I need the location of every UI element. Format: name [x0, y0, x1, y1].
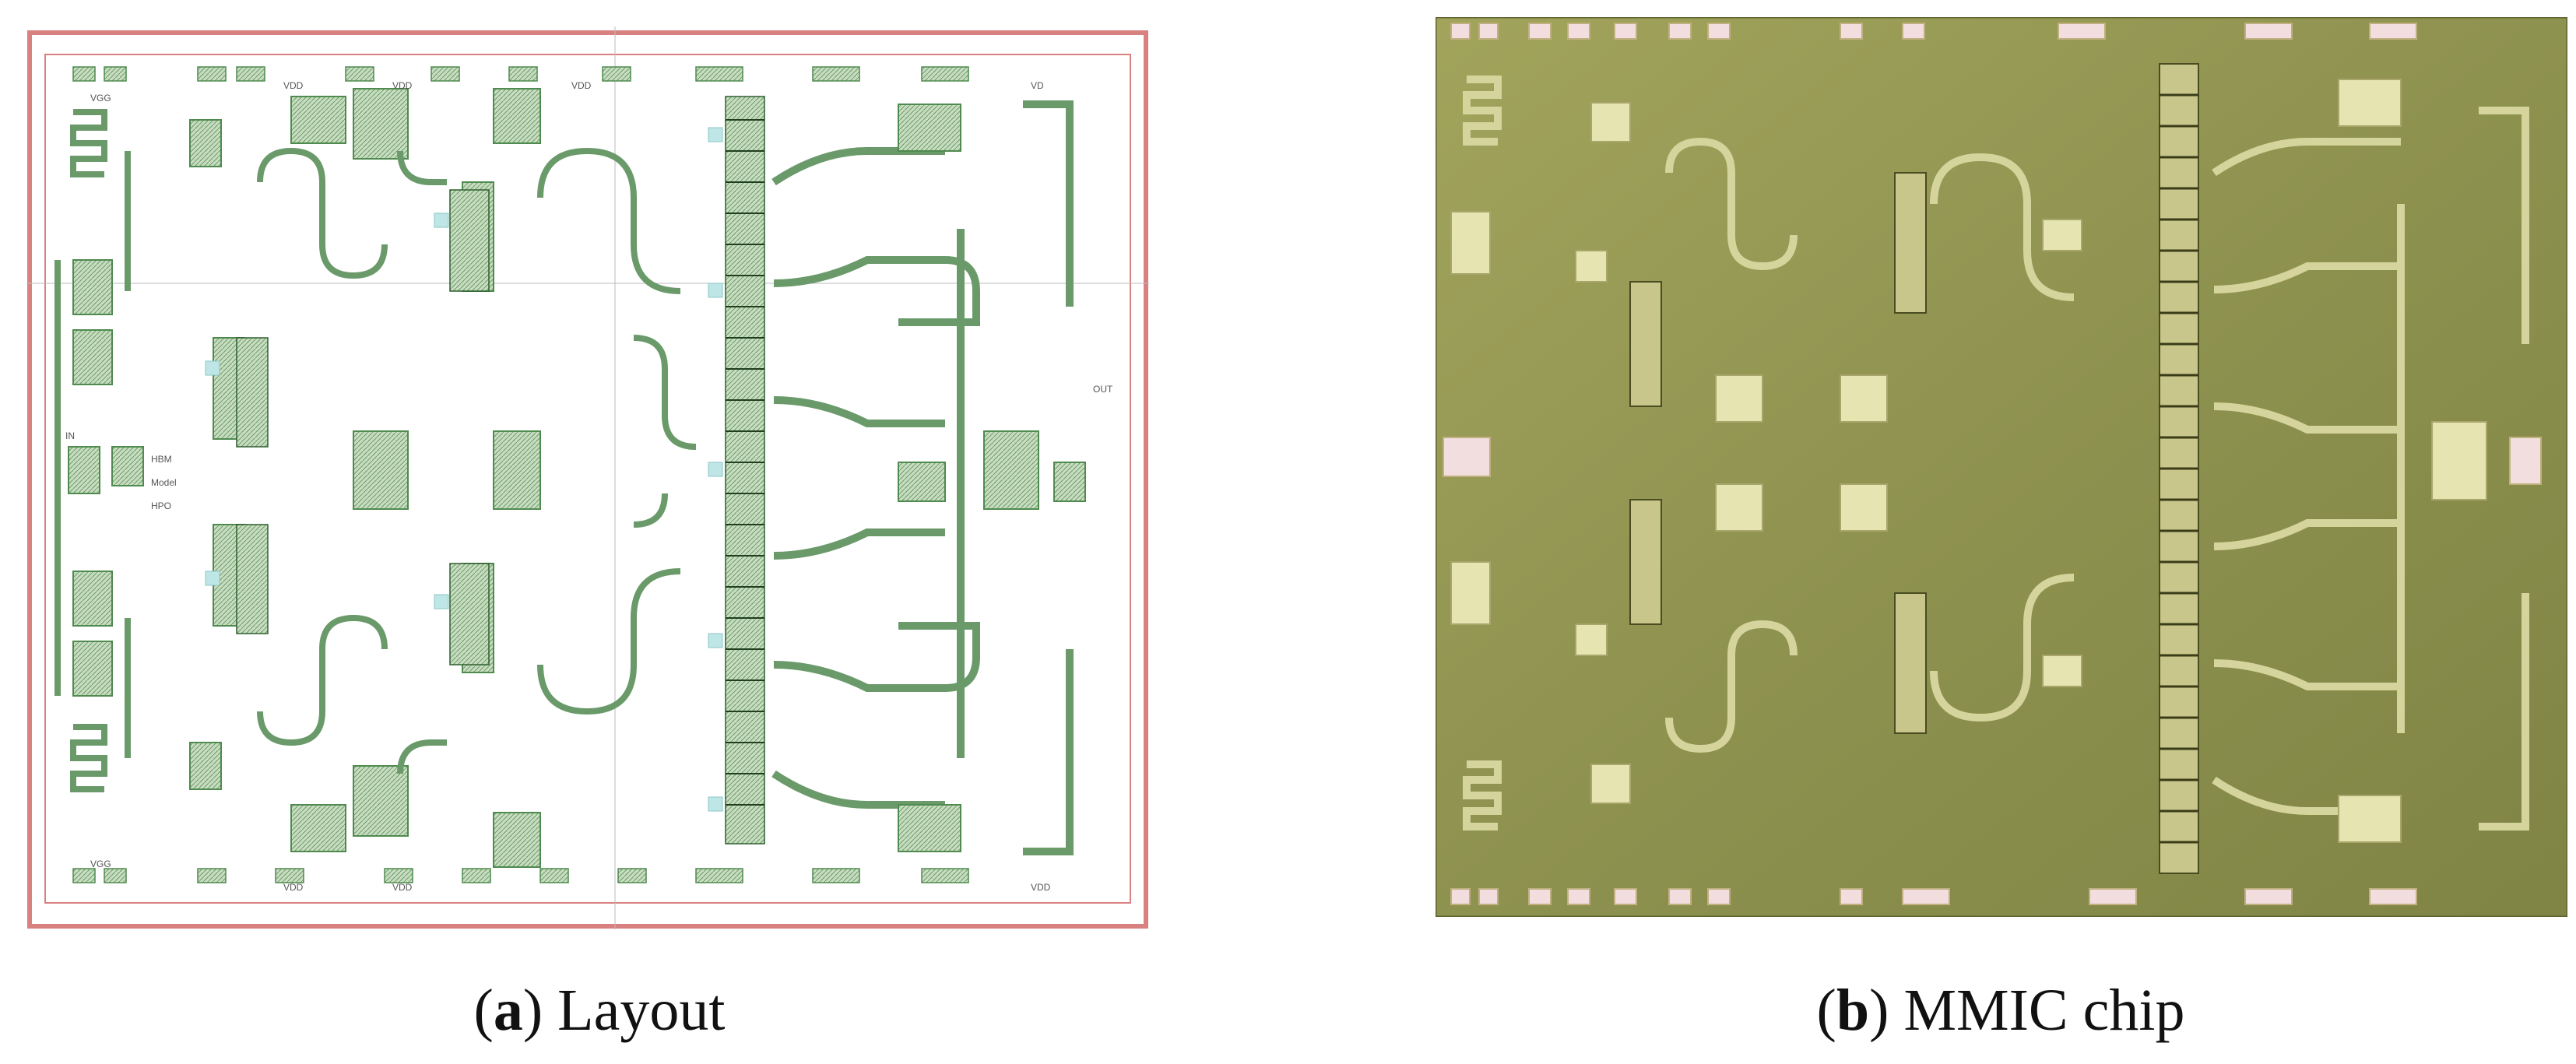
label-center-1: HBM	[151, 454, 172, 465]
label-vdd-bottom-right: VDD	[1031, 882, 1051, 893]
finger-lines	[726, 119, 764, 806]
chip-pads-top	[1450, 23, 2417, 40]
chip-finger-lines	[2160, 93, 2198, 844]
label-center-2: Model	[151, 477, 177, 488]
transistor-arrays	[236, 96, 765, 845]
chip-photo	[1434, 16, 2569, 918]
caption-a-letter: a	[493, 978, 523, 1043]
chip-traces	[1463, 75, 2529, 830]
chip-io-pads	[1443, 437, 2542, 485]
layout-drawing: VGG VDD VDD VDD VD OUT IN HBM Model HPO …	[26, 26, 1149, 929]
label-vgg-bottom-left: VGG	[90, 859, 111, 869]
label-in: IN	[65, 430, 75, 441]
label-vdd-bottom-1: VDD	[283, 882, 304, 893]
label-vd-right: VD	[1031, 80, 1044, 91]
layout-inner-border	[44, 54, 1131, 904]
caption-b-letter: b	[1836, 978, 1870, 1043]
output-structures	[898, 104, 1086, 852]
caption-a: (a) Layout	[473, 978, 726, 1043]
label-vdd-top-1: VDD	[283, 80, 304, 91]
layout-panel: VGG VDD VDD VDD VD OUT IN HBM Model HPO …	[26, 26, 1149, 929]
chip-pads-bottom	[1450, 888, 2417, 905]
output-combiner	[771, 100, 1074, 855]
bottom-pads	[72, 868, 969, 883]
label-vdd-top-2: VDD	[392, 80, 413, 91]
left-meanders	[54, 109, 131, 792]
label-vdd-top-3: VDD	[571, 80, 592, 91]
label-out: OUT	[1093, 384, 1113, 395]
caption-b-text: MMIC chip	[1903, 978, 2185, 1043]
input-structures	[68, 119, 222, 790]
interstage-meanders	[257, 147, 697, 774]
label-center-3: HPO	[151, 500, 171, 511]
caption-b: (b) MMIC chip	[1816, 978, 2185, 1043]
layout-labels: VGG VDD VDD VDD VD OUT IN HBM Model HPO …	[65, 80, 1113, 893]
chip-photo-panel	[1434, 16, 2569, 918]
chip-gold-blocks	[1450, 79, 2487, 843]
label-vgg-top-left: VGG	[90, 93, 111, 104]
via-squares	[205, 127, 723, 812]
caption-a-text: Layout	[557, 978, 726, 1043]
label-vdd-bottom-2: VDD	[392, 882, 413, 893]
top-pads	[72, 66, 969, 82]
